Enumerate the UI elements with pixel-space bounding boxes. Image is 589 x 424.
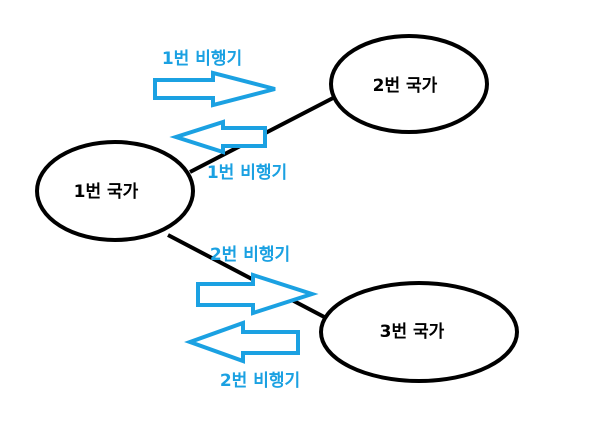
link-country-1-to-3 [167, 233, 331, 322]
node-country-3 [319, 281, 519, 383]
label-route-2-return: 2번 비행기 [220, 371, 300, 391]
label-country-1: 1번 국가 [74, 182, 139, 202]
label-route-1-outbound: 1번 비행기 [162, 49, 242, 69]
arrow-right-route-1 [153, 70, 276, 108]
label-route-1-return: 1번 비행기 [207, 163, 287, 183]
node-country-1 [35, 140, 195, 242]
node-country-2 [329, 34, 489, 134]
label-country-3: 3번 국가 [380, 322, 445, 342]
arrow-left-route-2 [184, 320, 300, 364]
label-country-2: 2번 국가 [373, 76, 438, 96]
label-route-2-outbound: 2번 비행기 [210, 245, 290, 265]
arrow-left-route-1 [169, 119, 267, 155]
arrow-right-route-2 [196, 272, 319, 316]
